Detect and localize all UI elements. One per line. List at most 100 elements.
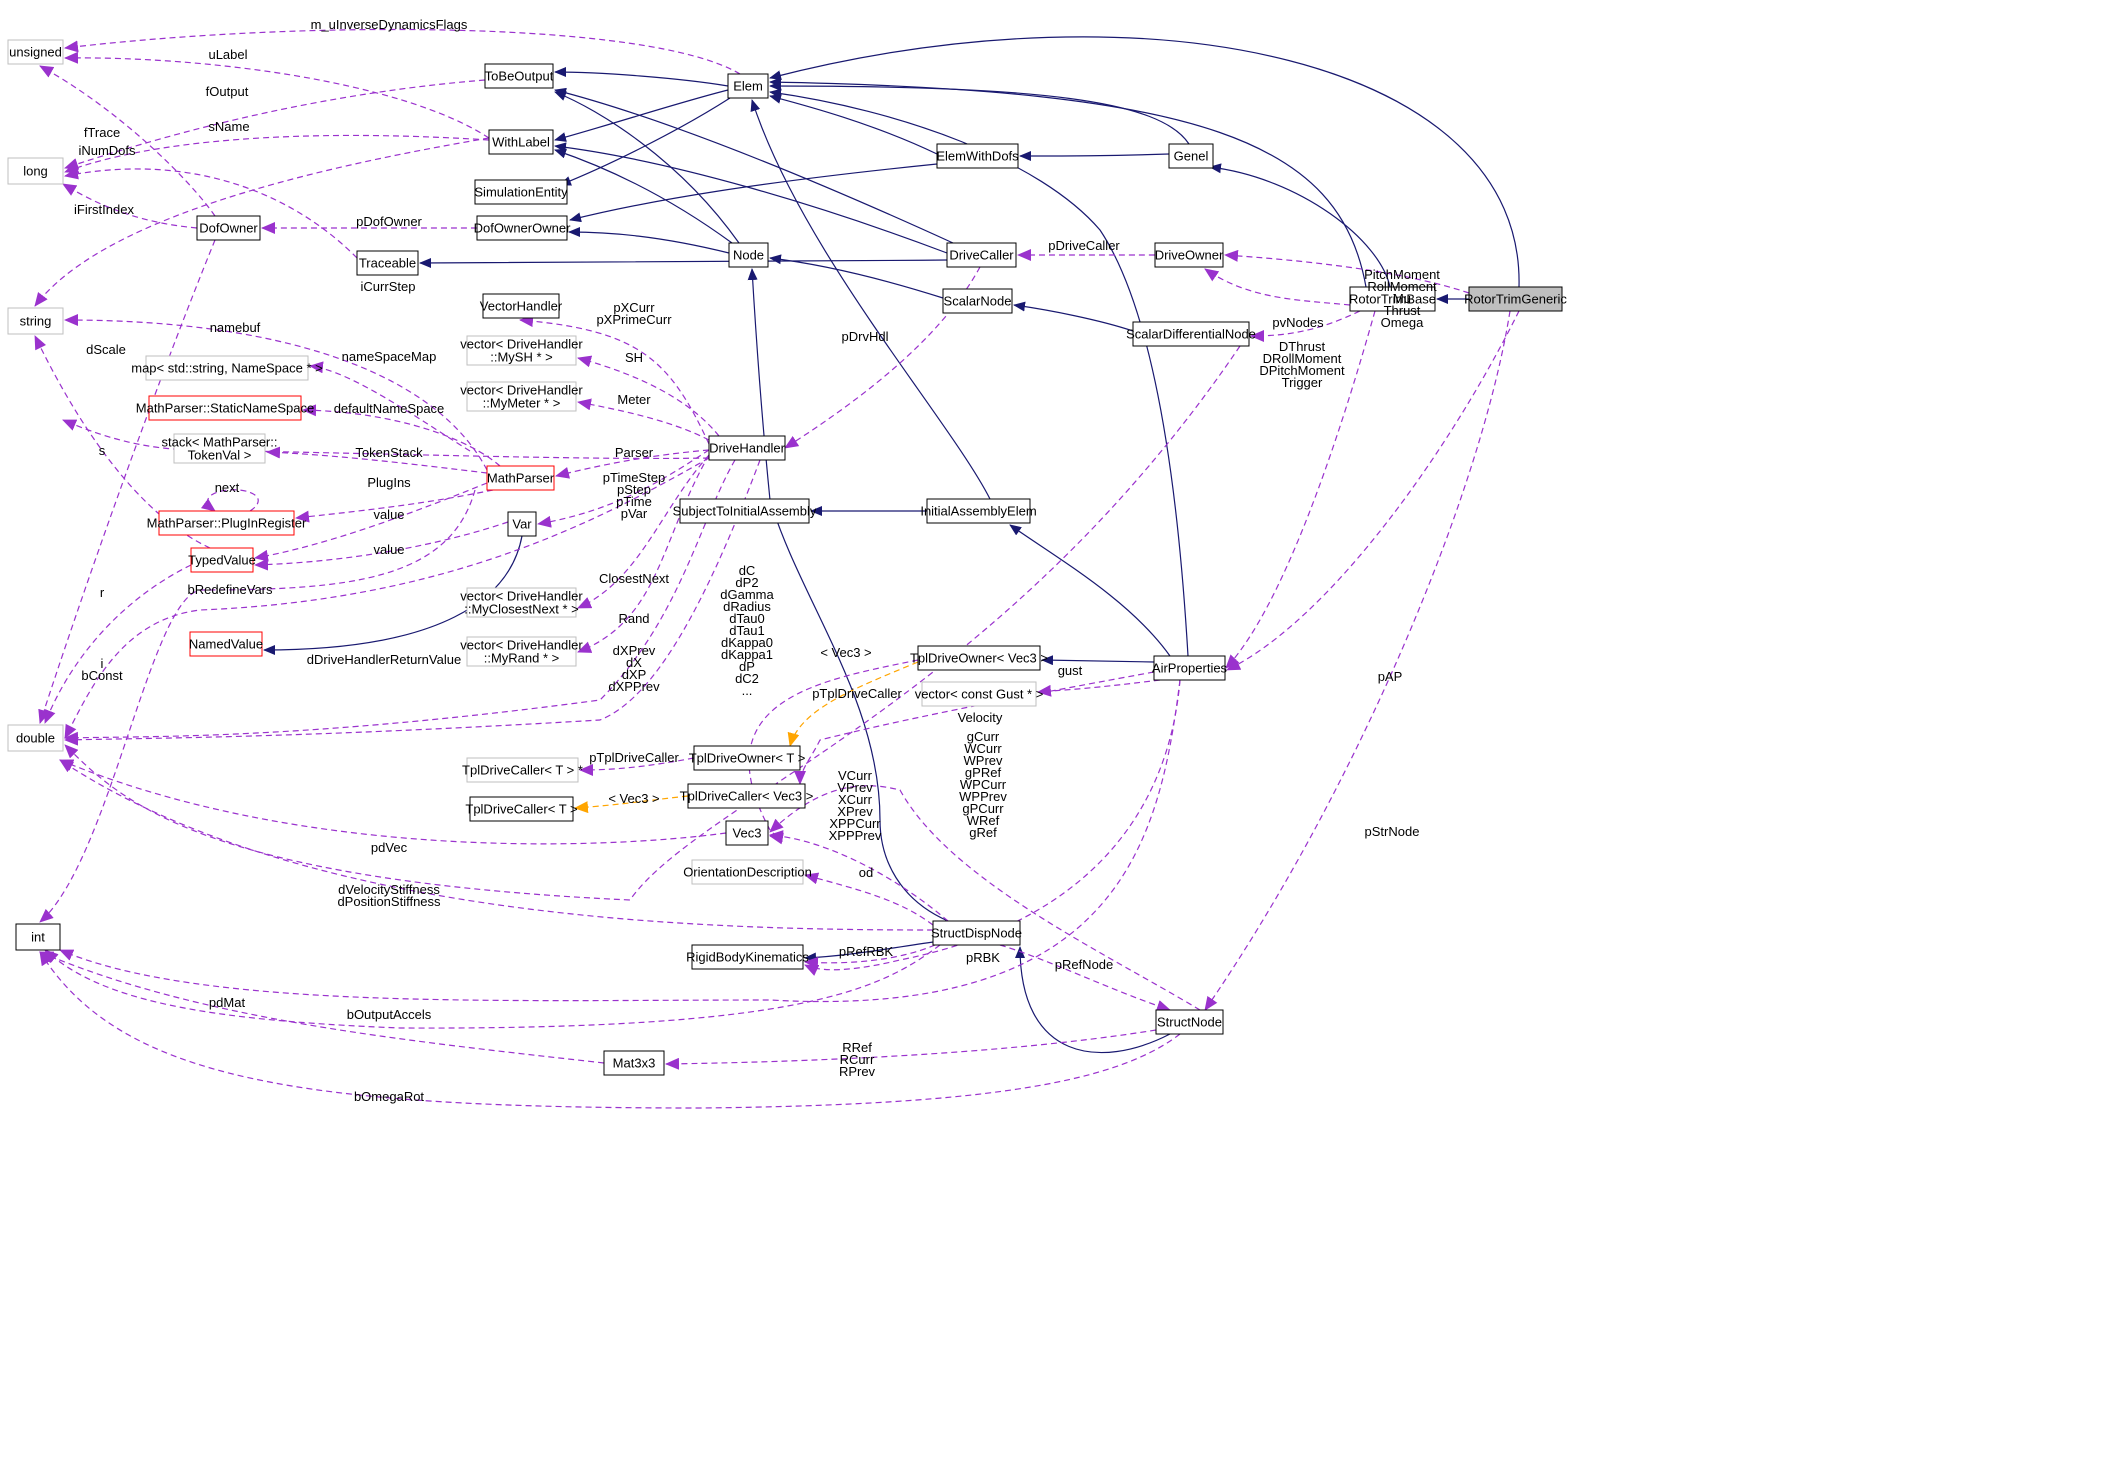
class-node-vecmysh[interactable]: vector< DriveHandler::MySH * > xyxy=(460,335,583,366)
usage-edge xyxy=(302,404,501,467)
class-node-vecmymeter[interactable]: vector< DriveHandler::MyMeter * > xyxy=(460,381,583,412)
class-node-box xyxy=(158,510,295,536)
class-node-simulationentity[interactable]: SimulationEntity xyxy=(474,179,568,205)
class-node-box xyxy=(189,631,263,657)
class-node-orientationdescription[interactable]: OrientationDescription xyxy=(683,859,812,885)
class-node-staticnamespace[interactable]: MathParser::StaticNameSpace xyxy=(136,395,314,421)
edge-label-line: < Vec3 > xyxy=(820,645,871,660)
class-node-airproperties[interactable]: AirProperties xyxy=(1152,655,1228,681)
class-node-var[interactable]: Var xyxy=(507,511,537,537)
class-node-unsigned[interactable]: unsigned xyxy=(7,39,64,65)
class-node-subjecttoinitialassembly[interactable]: SubjectToInitialAssembly xyxy=(673,498,817,524)
edge-label-line: next xyxy=(215,480,240,495)
edge-label: fTrace xyxy=(84,125,120,140)
class-node-drivecaller[interactable]: DriveCaller xyxy=(946,242,1017,268)
class-node-pluginregister[interactable]: MathParser::PlugInRegister xyxy=(147,510,307,536)
edge-label-line: XPPCurr xyxy=(829,816,881,831)
class-node-driveowner[interactable]: DriveOwner xyxy=(1154,242,1224,268)
usage-edge xyxy=(64,167,358,259)
class-node-namedvalue[interactable]: NamedValue xyxy=(189,631,263,657)
class-node-traceable[interactable]: Traceable xyxy=(356,250,419,276)
class-node-tpldcvec3[interactable]: TplDriveCaller< Vec3 > xyxy=(680,783,814,809)
class-node-label: ScalarNode xyxy=(944,293,1012,308)
class-node-dofownerowner[interactable]: DofOwnerOwner xyxy=(474,215,571,241)
class-node-vec3[interactable]: Vec3 xyxy=(725,820,769,846)
class-node-genel[interactable]: Genel xyxy=(1168,143,1214,169)
class-node-mathparser[interactable]: MathParser xyxy=(486,465,555,491)
class-node-box xyxy=(725,820,769,846)
class-node-box xyxy=(946,242,1017,268)
class-node-vecclosestnext[interactable]: vector< DriveHandler::MyClosestNext * > xyxy=(460,587,583,618)
class-node-tobeoutput[interactable]: ToBeOutput xyxy=(484,63,554,89)
class-node-elemwithdofs[interactable]: ElemWithDofs xyxy=(936,143,1019,169)
class-node-tpldot[interactable]: TplDriveOwner< T > xyxy=(689,745,806,771)
class-node-box xyxy=(148,395,302,421)
inheritance-edge xyxy=(769,94,938,155)
class-node-label: Vec3 xyxy=(733,825,762,840)
class-node-rotortrimgeneric[interactable]: RotorTrimGeneric xyxy=(1464,286,1567,312)
edge-label-line: < Vec3 > xyxy=(608,791,659,806)
class-node-vecmyrand[interactable]: vector< DriveHandler::MyRand * > xyxy=(460,636,583,667)
inheritance-edge xyxy=(569,163,938,223)
class-node-box xyxy=(466,587,577,618)
class-node-structnode[interactable]: StructNode xyxy=(1155,1009,1224,1035)
class-node-tpldctptr[interactable]: TplDriveCaller< T > * xyxy=(462,757,583,783)
class-node-tpldct[interactable]: TplDriveCaller< T > xyxy=(465,796,578,822)
inheritance-edge xyxy=(769,36,1520,288)
class-node-int[interactable]: int xyxy=(15,923,61,951)
class-node-tpldovec3[interactable]: TplDriveOwner< Vec3 > xyxy=(910,645,1048,671)
class-node-mat3x3[interactable]: Mat3x3 xyxy=(603,1050,665,1076)
class-node-node[interactable]: Node xyxy=(728,242,769,268)
edge-label-line: dPositionStiffness xyxy=(337,894,441,909)
edge-label: nameSpaceMap xyxy=(342,349,437,364)
class-node-dofowner[interactable]: DofOwner xyxy=(196,215,261,241)
edge-label-line: RRef xyxy=(842,1040,872,1055)
edge-label-line: pTime xyxy=(616,494,652,509)
usage-edge xyxy=(59,759,934,931)
class-node-box xyxy=(932,920,1021,946)
class-node-label: TplDriveCaller< Vec3 > xyxy=(680,788,814,803)
class-node-label: RotorTrimBase xyxy=(1349,291,1436,306)
edge-label: < Vec3 > xyxy=(608,791,659,806)
class-node-string[interactable]: string xyxy=(7,307,64,335)
class-node-scalarnode[interactable]: ScalarNode xyxy=(942,288,1013,314)
class-node-mapns[interactable]: map< std::string, NameSpace * > xyxy=(131,355,323,381)
edge-label-line: PitchMoment xyxy=(1364,267,1440,282)
usage-edge xyxy=(1226,310,1520,671)
class-node-scalardifferentialnode[interactable]: ScalarDifferentialNode xyxy=(1126,321,1256,347)
usage-edge xyxy=(59,679,1181,1003)
edge-label-line: VPrev xyxy=(837,780,873,795)
class-node-elem[interactable]: Elem xyxy=(727,73,769,99)
class-node-label: Node xyxy=(733,247,764,262)
class-node-rigidbodykinematics[interactable]: RigidBodyKinematics xyxy=(686,944,809,970)
edge-label-line: gPCurr xyxy=(962,801,1004,816)
edge-label-line: ... xyxy=(742,683,753,698)
edge-label-line: Meter xyxy=(617,392,651,407)
class-node-long[interactable]: long xyxy=(7,157,64,185)
class-node-structdispnode[interactable]: StructDispNode xyxy=(931,920,1022,946)
inheritance-edge xyxy=(554,67,729,87)
usage-edge xyxy=(577,398,710,441)
class-node-label: ToBeOutput xyxy=(485,68,554,83)
class-node-box xyxy=(145,355,309,381)
class-node-drivehandler[interactable]: DriveHandler xyxy=(708,435,786,461)
class-node-label: unsigned xyxy=(9,44,62,59)
class-node-box xyxy=(1349,286,1436,312)
class-node-double[interactable]: double xyxy=(7,724,64,752)
class-node-vectorhandler[interactable]: VectorHandler xyxy=(480,293,563,319)
class-node-rotortrimbase[interactable]: RotorTrimBase xyxy=(1349,286,1436,312)
edge-label: value xyxy=(373,542,404,557)
edge-label-line: bOmegaRot xyxy=(354,1089,424,1104)
edge-label: gCurrWCurrWPrevgPRefWPCurrWPPrevgPCurrWR… xyxy=(959,729,1007,840)
class-node-initialassemblyelem[interactable]: InitialAssemblyElem xyxy=(920,498,1037,524)
class-node-label: TplDriveCaller< T > xyxy=(465,801,577,816)
class-node-withlabel[interactable]: WithLabel xyxy=(488,129,554,155)
class-node-stacktoken[interactable]: stack< MathParser::TokenVal > xyxy=(162,433,278,464)
edge-label-line: RCurr xyxy=(840,1052,875,1067)
edge-label-line: dRadius xyxy=(723,599,771,614)
class-node-label: DofOwner xyxy=(199,220,258,235)
class-node-label: long xyxy=(23,163,48,178)
class-node-typedvalue[interactable]: TypedValue xyxy=(188,547,256,573)
class-node-vecgust[interactable]: vector< const Gust * > xyxy=(915,681,1044,707)
